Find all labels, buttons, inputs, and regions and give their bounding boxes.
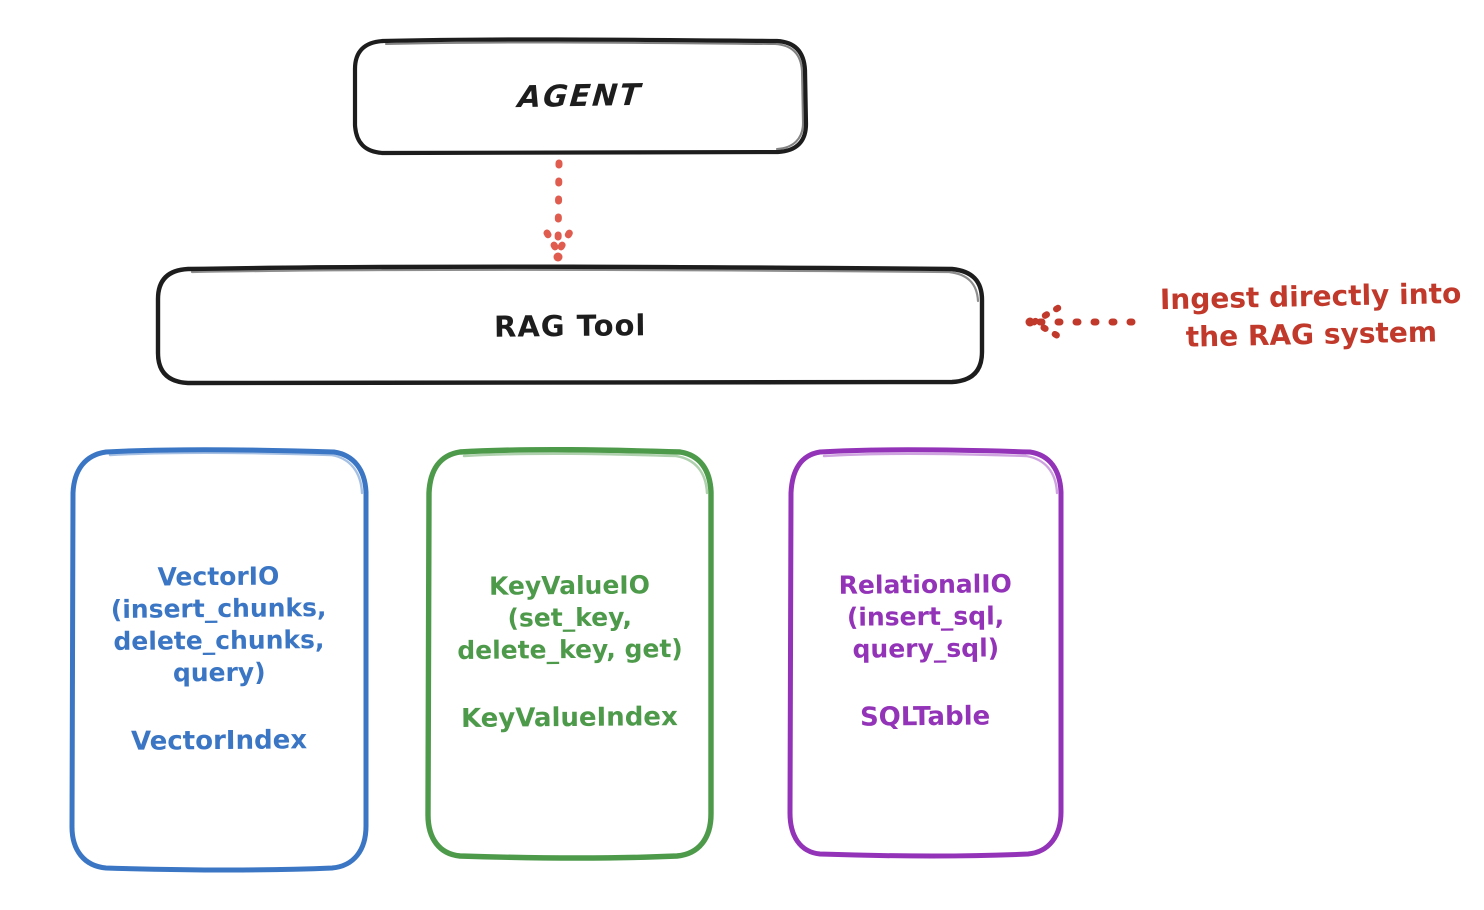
agent-label: AGENT — [516, 77, 644, 116]
relational-io-node[interactable]: RelationalIO (insert_sql, query_sql) SQL… — [790, 450, 1061, 854]
agent-node[interactable]: AGENT — [355, 40, 805, 153]
key-value-index-label: KeyValueIndex — [460, 702, 679, 735]
key-value-io-methods-label: KeyValueIO (set_key, delete_key, get) — [456, 570, 683, 666]
connector-annotation-to-rag-tool — [1025, 304, 1136, 340]
relational-io-methods-label: RelationalIO (insert_sql, query_sql) — [838, 569, 1012, 664]
sql-table-label: SQLTable — [860, 701, 991, 733]
ingest-annotation-label: Ingest directly into the RAG system — [1159, 276, 1462, 354]
vector-io-methods-label: VectorIO (insert_chunks, delete_chunks, … — [110, 561, 327, 688]
vector-io-node[interactable]: VectorIO (insert_chunks, delete_chunks, … — [72, 450, 366, 870]
key-value-io-node[interactable]: KeyValueIO (set_key, delete_key, get) Ke… — [428, 450, 711, 856]
vector-index-label: VectorIndex — [130, 725, 308, 758]
rag-tool-label: RAG Tool — [493, 307, 647, 344]
rag-tool-node[interactable]: RAG Tool — [158, 268, 982, 383]
connector-agent-to-rag-tool — [543, 159, 574, 262]
